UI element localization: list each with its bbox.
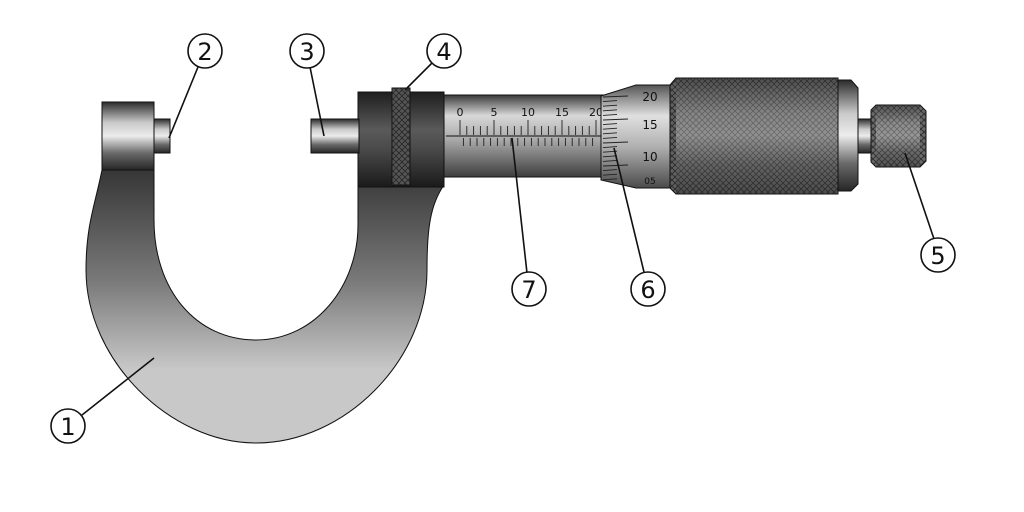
- callout-sleeve: 7: [511, 271, 547, 307]
- thimble-tick: [602, 100, 618, 103]
- spindle: [310, 118, 360, 154]
- thimble-scale-label: 05: [644, 177, 655, 187]
- thimble-tick: [602, 169, 618, 172]
- sleeve-scale-label: 5: [491, 106, 498, 119]
- thimble-tick: [602, 159, 618, 162]
- thimble-tick: [602, 127, 618, 130]
- leader-line-sleeve: [511, 137, 528, 274]
- leader-line-anvil: [168, 66, 199, 139]
- thimble-tick: [602, 113, 618, 116]
- leader-line-lock-nut: [404, 61, 434, 91]
- callout-number: 5: [930, 242, 945, 270]
- callout-frame: 1: [50, 408, 86, 444]
- thimble: 20 15 10 05: [600, 77, 859, 195]
- anvil: [153, 118, 171, 154]
- callout-number: 4: [436, 38, 451, 66]
- sleeve: 0 5 10 15 20: [443, 94, 605, 178]
- thimble-tick: [602, 95, 629, 98]
- thimble-tick: [602, 132, 618, 135]
- callout-number: 7: [521, 276, 536, 304]
- callout-anvil: 2: [187, 33, 223, 69]
- sleeve-scale-label: 10: [521, 106, 535, 119]
- thimble-scale-ticks: [602, 95, 629, 181]
- thimble-tick: [602, 118, 629, 121]
- sleeve-scale-label: 20: [589, 106, 603, 119]
- thimble-tick: [602, 141, 629, 144]
- thimble-tick: [602, 164, 629, 167]
- leader-line-spindle: [309, 66, 325, 137]
- leader-lines: [81, 61, 935, 416]
- callout-ratchet: 5: [920, 237, 956, 273]
- leader-line-frame: [81, 357, 155, 416]
- sleeve-scale-label: 0: [457, 106, 464, 119]
- thimble-scale-label: 20: [642, 90, 657, 104]
- callout-number: 6: [640, 276, 655, 304]
- callout-number: 3: [299, 38, 314, 66]
- thimble-scale-labels: 20 15 10 05: [642, 90, 657, 187]
- lock-nut: [391, 87, 411, 186]
- thimble-tick: [602, 146, 618, 149]
- callout-lock-nut: 4: [426, 33, 462, 69]
- callout-number: 1: [60, 413, 75, 441]
- callout-number: 2: [197, 38, 212, 66]
- thimble-tick: [602, 155, 618, 158]
- thimble-scale-label: 10: [642, 150, 657, 164]
- thimble-scale-label: 15: [642, 118, 657, 132]
- callout-spindle: 3: [289, 33, 325, 69]
- thimble-tick: [602, 178, 618, 181]
- sleeve-scale-labels: 0 5 10 15 20: [457, 106, 604, 119]
- sleeve-scale-label: 15: [555, 106, 569, 119]
- leader-line-ratchet: [904, 152, 935, 240]
- thimble-tick: [602, 136, 618, 139]
- thimble-tick: [602, 173, 618, 176]
- thimble-tick: [602, 109, 618, 112]
- leader-line-thimble: [613, 147, 645, 273]
- callout-thimble: 6: [630, 271, 666, 307]
- thimble-tick: [602, 104, 618, 107]
- sleeve-scale-ticks: [459, 120, 597, 146]
- ratchet: [857, 104, 927, 168]
- thimble-tick: [602, 123, 618, 126]
- frame: [85, 91, 445, 444]
